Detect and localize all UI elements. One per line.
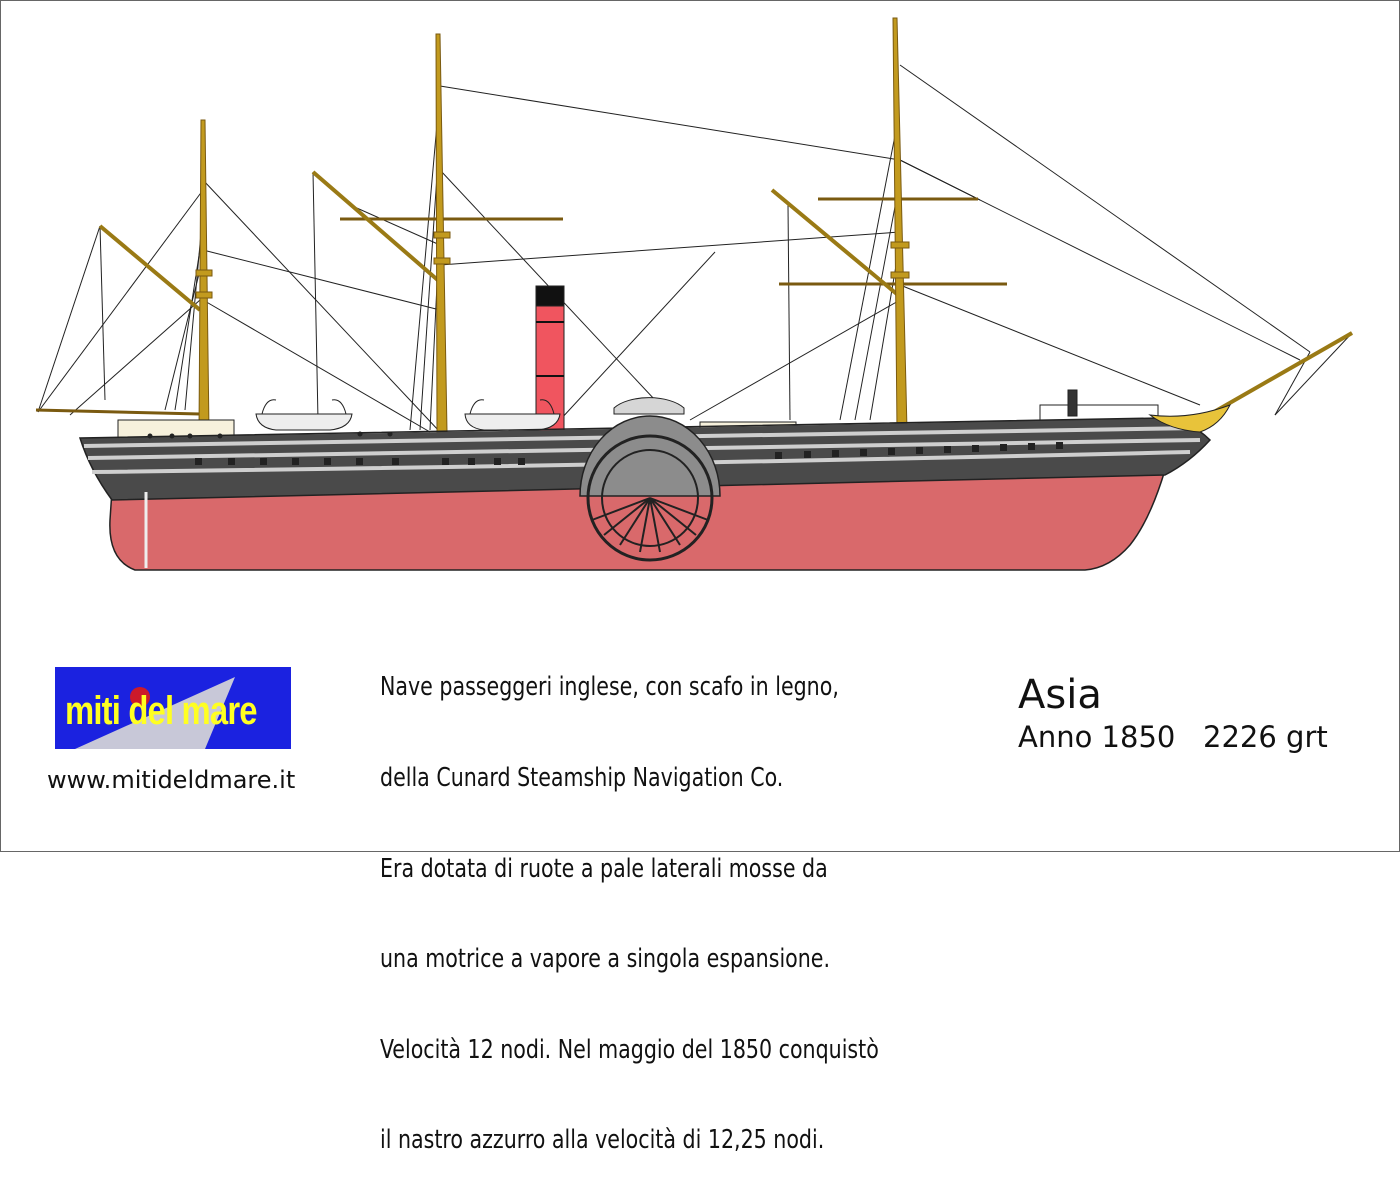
description-line: una motrice a vapore a singola espansion… — [380, 944, 831, 975]
ship-name: Asia — [1018, 672, 1102, 718]
description-line: il nastro azzurro alla velocità di 12,25… — [380, 1125, 825, 1156]
description-line: della Cunard Steamship Navigation Co. — [380, 763, 784, 794]
ship-description: Nave passeggeri inglese, con scafo in le… — [380, 612, 879, 1186]
logo-text: miti del mare — [65, 689, 258, 733]
description-line: Nave passeggeri inglese, con scafo in le… — [380, 672, 839, 703]
hull-bottom — [109, 469, 1167, 571]
yards — [35, 197, 1007, 416]
tonnage: 2226 grt — [1203, 720, 1328, 754]
rigging — [37, 64, 1353, 433]
logo-sail-graphic — [75, 677, 235, 749]
description-line: Era dotata di ruote a pale laterali moss… — [380, 853, 828, 884]
funnel — [535, 285, 565, 433]
paddle-wheel — [579, 397, 721, 562]
ship-illustration — [35, 17, 1353, 571]
bow-ornament — [1148, 404, 1232, 433]
lifeboats — [255, 399, 561, 431]
ship-specs: Anno 1850 2226 grt — [1018, 720, 1328, 754]
year-label: Anno 1850 — [1018, 720, 1176, 754]
website-url: www.mitideldmare.it — [47, 766, 296, 794]
description-line: Velocità 12 nodi. Nel maggio del 1850 co… — [380, 1034, 879, 1065]
gaffs — [98, 170, 1353, 422]
portholes — [195, 442, 1063, 465]
logo: miti del mare — [55, 667, 291, 749]
deck-fittings — [147, 431, 393, 439]
masts — [195, 17, 910, 433]
